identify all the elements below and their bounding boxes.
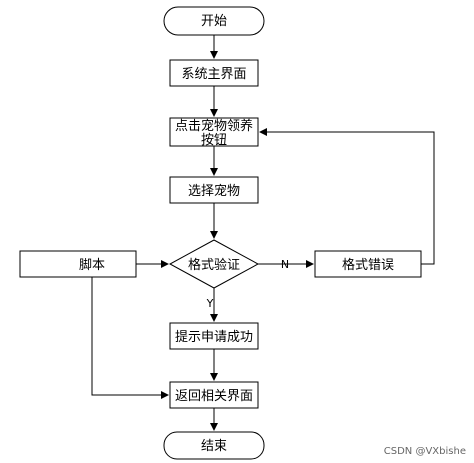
validate-label: 格式验证 (188, 257, 240, 273)
end-node: 结束 (163, 431, 265, 460)
select-pet-label: 选择宠物 (188, 183, 240, 199)
format-error-label: 格式错误 (342, 257, 394, 273)
select-pet-node: 选择宠物 (169, 176, 259, 204)
validate-decision: 格式验证 (168, 239, 260, 289)
main-ui-node: 系统主界面 (169, 59, 259, 87)
edge-label-no: N (281, 258, 289, 271)
start-label: 开始 (201, 14, 227, 29)
format-error-node: 格式错误 (314, 250, 422, 278)
edge-label-yes: Y (206, 297, 214, 310)
script-label: 脚本 (79, 257, 105, 273)
end-label: 结束 (201, 439, 227, 454)
start-node: 开始 (163, 6, 265, 36)
main-ui-label: 系统主界面 (181, 67, 246, 82)
edge-script-return (91, 277, 169, 399)
return-page-node: 返回相关界面 (169, 381, 259, 409)
success-node: 提示申请成功 (169, 322, 259, 350)
edge-error-click (259, 128, 435, 265)
click-adopt-node: 点击宠物领养 按钮 (169, 117, 259, 148)
success-label: 提示申请成功 (175, 329, 253, 345)
click-adopt-label-2: 按钮 (201, 133, 227, 148)
watermark: CSDN @VXbishe (383, 446, 466, 457)
script-node: 脚本 (19, 250, 137, 278)
click-adopt-label-1: 点击宠物领养 (175, 118, 253, 134)
return-page-label: 返回相关界面 (175, 389, 253, 404)
